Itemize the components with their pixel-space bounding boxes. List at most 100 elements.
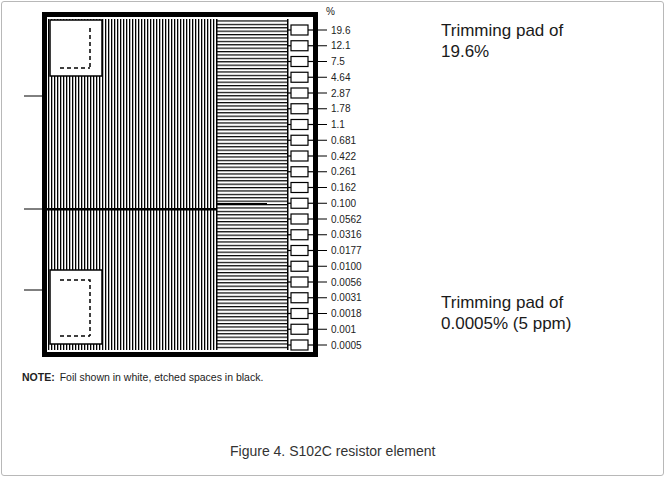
trim-link [288,218,291,219]
trim-link [308,45,313,46]
trim-link [288,234,291,235]
trim-link [288,92,291,93]
trim-pad [291,25,308,35]
trim-link [308,297,313,298]
trim-pad [291,214,308,224]
leader-line [318,345,327,346]
trim-percentage: 4.64 [331,72,350,83]
leader-line [318,156,327,157]
trim-percentage: 19.6 [331,25,350,36]
trim-pad [291,340,308,350]
trim-percentage: 0.261 [331,166,356,177]
leader-line [318,140,327,141]
foil-area [47,17,313,352]
contact-pad [50,270,102,344]
leader-line [318,219,327,220]
trim-link [308,29,313,30]
trim-link [308,155,313,156]
leader-line [318,234,327,235]
trim-link [288,124,291,125]
leader-line [318,250,327,251]
trim-percentage: 2.87 [331,88,350,99]
trim-percentage: 0.0031 [331,292,362,303]
trim-link [308,218,313,219]
leader-line [318,61,327,62]
trim-percentage: 0.0100 [331,261,362,272]
trim-link [308,234,313,235]
trim-pad [291,246,308,256]
trim-link [288,187,291,188]
trim-link [308,92,313,93]
note-text: Foil shown in white, etched spaces in bl… [60,372,264,384]
trim-pad [291,309,308,319]
leader-line [318,171,327,172]
leader-line [318,187,327,188]
element-frame [42,12,318,357]
trim-link [288,203,291,204]
trim-link [288,155,291,156]
trim-pad [291,72,308,82]
trim-link [288,171,291,172]
trim-percentage: 0.422 [331,151,356,162]
leader-line [318,203,327,204]
trim-percentage: 1.78 [331,103,350,114]
trim-pad [291,277,308,287]
trim-pad [291,88,308,98]
leader-line [318,77,327,78]
trim-percentage: 12.1 [331,40,350,51]
trim-link [288,250,291,251]
trim-link [288,45,291,46]
trim-percentage: 0.0316 [331,229,362,240]
trim-link [308,329,313,330]
trim-link [308,124,313,125]
leader-line [318,30,327,31]
trim-pad [291,261,308,271]
trim-ladder [217,19,287,350]
leader-line [318,297,327,298]
trim-pad [291,183,308,193]
trim-pad [291,293,308,303]
trim-pad [291,57,308,67]
ladder-edge [216,19,218,350]
leader-line [318,329,327,330]
trim-link [308,281,313,282]
trim-link [308,203,313,204]
trim-link [288,281,291,282]
trim-percentage: 0.681 [331,135,356,146]
trim-link [288,77,291,78]
leader-line [318,93,327,94]
leader-line [318,282,327,283]
contact-pad [50,20,102,76]
pad-outline [60,280,90,336]
leader-line [318,108,327,109]
trim-link [288,266,291,267]
trim-link [308,344,313,345]
trim-link [308,250,313,251]
note-label: NOTE: [22,372,55,384]
figure-caption: Figure 4. S102C resistor element [230,444,435,459]
trim-link [288,297,291,298]
trim-link [288,329,291,330]
trim-link [308,313,313,314]
ladder-edge [287,19,289,350]
trim-percentage: 0.0018 [331,308,362,319]
trim-link [308,77,313,78]
leader-line [318,266,327,267]
split-line [47,208,217,211]
trim-percentage: 0.001 [331,324,356,335]
leader-line [318,313,327,314]
trim-percentage: 0.162 [331,182,356,193]
trim-link [288,61,291,62]
tick-mark [24,96,42,290]
trim-percentage: 0.0177 [331,245,362,256]
trim-pad [291,41,308,51]
trim-percentage: 0.0005 [331,340,362,351]
trim-link [288,108,291,109]
leader-line [318,45,327,46]
trim-pad [291,104,308,114]
trim-link [288,29,291,30]
trim-link [308,171,313,172]
serpentine-foil [48,19,216,350]
trim-pad [291,135,308,145]
pad-outline [60,28,90,68]
